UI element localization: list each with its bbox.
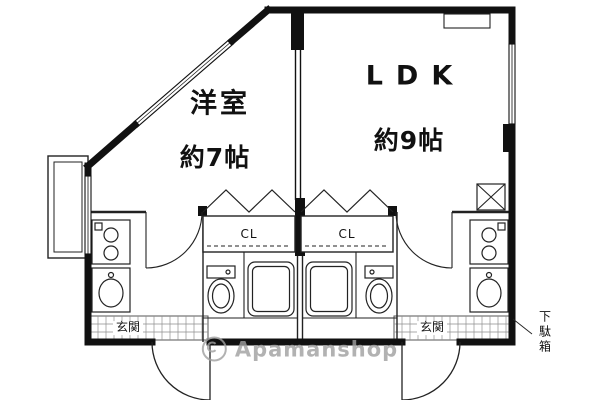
room-label-western: 洋室	[190, 88, 250, 120]
balcony-structure	[47, 155, 89, 259]
washstand-left-icon	[91, 219, 131, 265]
kitchen-unit-icon	[476, 183, 506, 211]
entrance-door-right	[401, 341, 461, 400]
apamanshop-logo-icon	[201, 336, 227, 362]
bathtub-right-icon	[305, 261, 353, 317]
vanity-left-icon	[91, 267, 131, 313]
closet-label-right: CL	[338, 227, 356, 241]
entrance-tile-right	[393, 315, 511, 341]
washroom-door-left	[145, 211, 203, 269]
window-diagonal	[132, 38, 235, 128]
closet-label-left: CL	[240, 227, 258, 241]
room-size-western: 約7帖	[179, 143, 251, 172]
closet-right	[300, 215, 394, 253]
entrance-label-right: 玄関	[416, 320, 448, 335]
watermark-text: Apamanshop	[234, 337, 399, 361]
room-label-ldk: LDK	[365, 60, 466, 92]
shoe-cabinet-label: 下駄箱	[537, 310, 552, 355]
watermark: Apamanshop	[201, 336, 399, 362]
closet-door-right-icon	[300, 189, 394, 213]
room-size-ldk: 約9帖	[373, 126, 445, 155]
shoe-cabinet-leader-line	[512, 318, 533, 335]
closet-left	[202, 215, 296, 253]
entrance-label-left: 玄関	[112, 320, 144, 335]
toilet-left-icon	[206, 265, 236, 314]
vent-box	[443, 13, 491, 29]
room-partition-wall	[291, 10, 305, 256]
entrance-tile-left	[89, 315, 209, 341]
washroom-door-right	[395, 211, 453, 269]
closet-door-left-icon	[202, 189, 296, 213]
washstand-right-icon	[469, 219, 509, 265]
window-right	[508, 43, 516, 125]
window-left	[84, 175, 92, 255]
exterior-walls	[83, 5, 516, 346]
toilet-right-icon	[364, 265, 394, 314]
vanity-right-icon	[469, 267, 509, 313]
bathtub-left-icon	[247, 261, 295, 317]
